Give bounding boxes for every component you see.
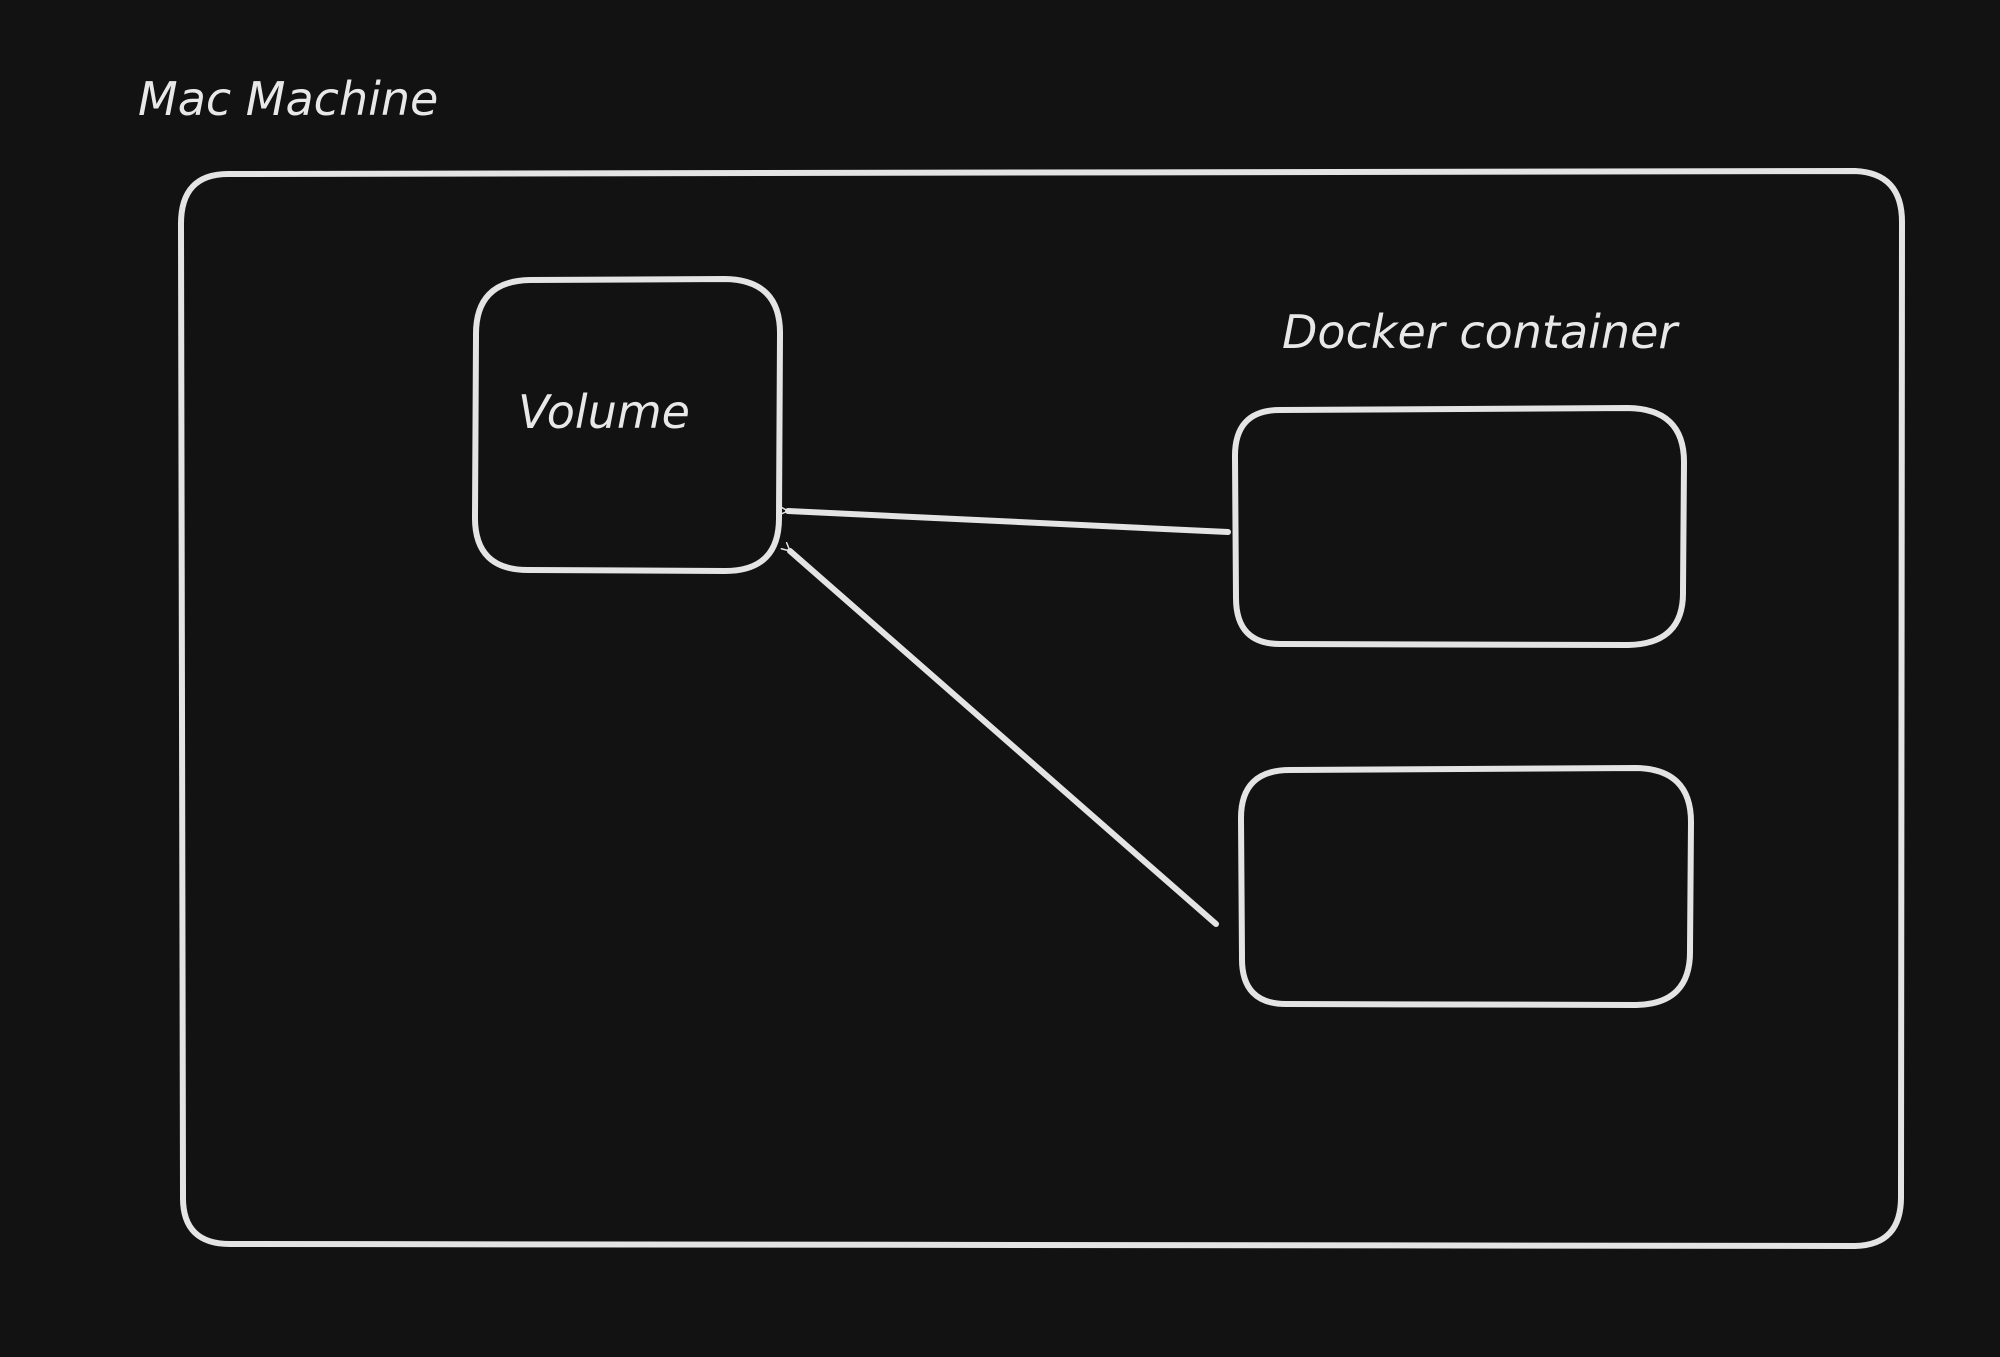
mac-machine-label: Mac Machine — [138, 72, 438, 126]
arrow-container1-to-volume — [779, 505, 1231, 535]
arrow-container2-to-volume — [780, 541, 1219, 927]
docker-container-box-2 — [1238, 765, 1694, 1008]
mac-machine-box — [177, 168, 1905, 1249]
docker-container-label: Docker container — [1282, 305, 1680, 359]
docker-container-box-1 — [1231, 405, 1687, 648]
volume-label: Volume — [518, 385, 690, 439]
volume-box — [471, 276, 784, 574]
